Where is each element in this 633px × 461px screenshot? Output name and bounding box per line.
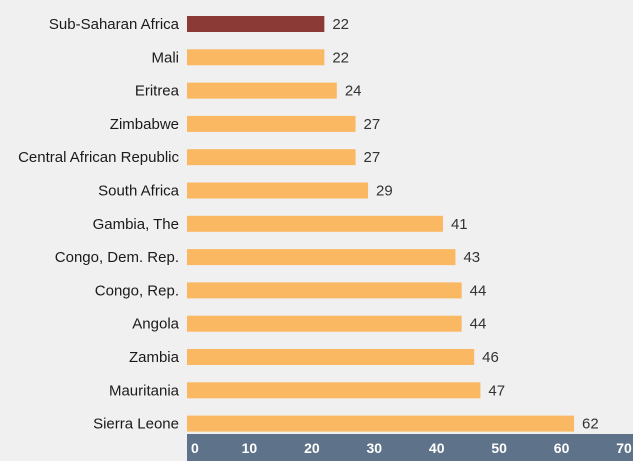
- x-tick-label-6: 60: [554, 440, 570, 456]
- value-label-0: 22: [332, 16, 349, 33]
- value-label-2: 24: [345, 83, 362, 100]
- bar-1: [187, 49, 325, 66]
- bar-5: [187, 182, 369, 199]
- category-label-12: Sierra Leone: [93, 416, 179, 433]
- bar-10: [187, 349, 475, 365]
- category-label-0: Sub-Saharan Africa: [49, 16, 180, 33]
- value-label-10: 46: [482, 349, 499, 366]
- x-tick-label-1: 10: [242, 440, 258, 456]
- value-label-4: 27: [364, 149, 381, 166]
- category-label-10: Zambia: [129, 349, 180, 366]
- bar-4: [187, 149, 356, 166]
- category-label-3: Zimbabwe: [110, 116, 179, 133]
- bar-0: [187, 16, 325, 32]
- value-label-5: 29: [376, 183, 393, 200]
- category-label-6: Gambia, The: [93, 216, 179, 233]
- category-label-8: Congo, Rep.: [95, 282, 179, 299]
- category-label-7: Congo, Dem. Rep.: [55, 249, 179, 266]
- category-label-4: Central African Republic: [18, 149, 179, 166]
- x-axis: 0 10 20 30 40 50 60 70: [187, 434, 633, 461]
- category-label-1: Mali: [151, 49, 179, 66]
- bar-7: [187, 249, 456, 266]
- bars-layer: [187, 16, 575, 432]
- category-label-11: Mauritania: [109, 382, 180, 399]
- x-tick-label-7: 70: [616, 440, 632, 456]
- category-label-5: South Africa: [98, 183, 180, 200]
- value-label-9: 44: [470, 316, 487, 333]
- bar-12: [187, 415, 575, 432]
- value-label-11: 47: [488, 382, 505, 399]
- category-label-2: Eritrea: [135, 83, 180, 100]
- bar-11: [187, 382, 481, 399]
- x-tick-label-0: 0: [191, 440, 199, 456]
- value-label-6: 41: [451, 216, 468, 233]
- x-axis-band: [187, 434, 633, 461]
- bar-8: [187, 282, 462, 299]
- value-label-3: 27: [364, 116, 381, 133]
- bar-3: [187, 115, 356, 132]
- bar-9: [187, 315, 462, 332]
- value-label-8: 44: [470, 282, 487, 299]
- value-label-7: 43: [463, 249, 480, 266]
- value-label-12: 62: [582, 416, 599, 433]
- x-tick-label-2: 20: [304, 440, 320, 456]
- value-label-1: 22: [332, 49, 349, 66]
- category-label-9: Angola: [132, 316, 179, 333]
- x-tick-label-3: 30: [366, 440, 382, 456]
- bar-2: [187, 82, 337, 99]
- bar-6: [187, 215, 443, 232]
- x-tick-label-5: 50: [491, 440, 507, 456]
- x-tick-label-4: 40: [429, 440, 445, 456]
